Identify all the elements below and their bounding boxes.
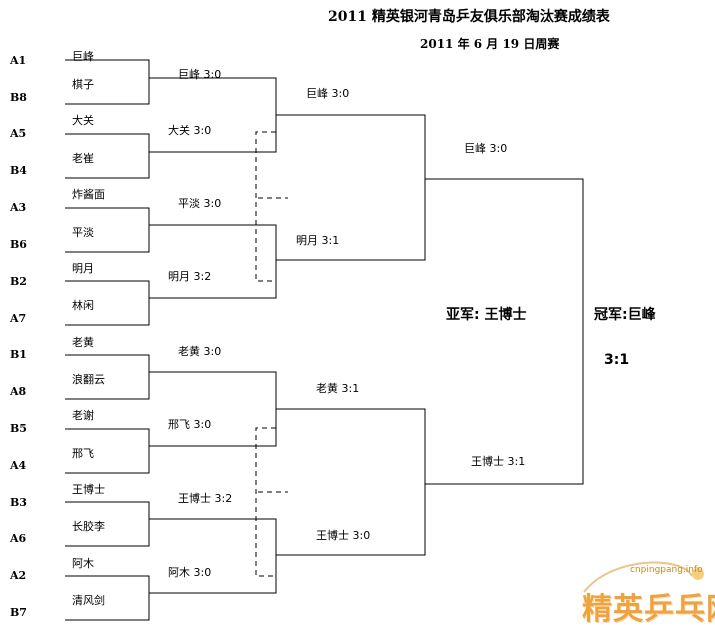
runner-up-label: 亚军: 王博士 <box>446 307 527 323</box>
seed-label: B6 <box>10 238 27 251</box>
player-name: 清风剑 <box>72 594 105 607</box>
watermark-logo: cnpingpang.info 精英乒乓网 <box>572 556 715 628</box>
paddle-icon <box>583 561 704 593</box>
match-result: 邢飞 3:0 <box>168 418 212 431</box>
match-result: 老黄 3:1 <box>316 382 360 395</box>
seed-label: A8 <box>10 385 27 398</box>
page-title: 2011 精英银河青岛乒友俱乐部淘汰赛成绩表 <box>328 9 610 25</box>
seed-label: A1 <box>10 54 27 67</box>
watermark-text: 精英乒乓网 <box>582 592 715 627</box>
watermark-site: cnpingpang.info <box>630 565 703 575</box>
seed-label: B7 <box>10 606 27 619</box>
match-result: 明月 3:2 <box>168 270 212 283</box>
player-name: 老崔 <box>72 152 94 165</box>
match-result: 巨峰 3:0 <box>464 142 508 155</box>
seed-label: B5 <box>10 422 27 435</box>
seed-label: A4 <box>10 459 27 472</box>
player-name: 大关 <box>72 114 94 127</box>
player-name: 明月 <box>72 262 94 275</box>
seed-label: B2 <box>10 275 27 288</box>
player-name: 阿木 <box>72 557 94 570</box>
seed-label: A7 <box>10 312 27 325</box>
match-result: 平淡 3:0 <box>178 197 222 210</box>
page-subtitle: 2011 年 6 月 19 日周赛 <box>420 37 560 51</box>
match-result: 明月 3:1 <box>296 234 340 247</box>
player-name: 老黄 <box>72 336 94 349</box>
match-result: 王博士 3:2 <box>178 492 233 505</box>
seed-label: A6 <box>10 532 27 545</box>
player-name: 长胶李 <box>72 520 105 533</box>
player-name: 炸酱面 <box>72 188 105 201</box>
match-result: 老黄 3:0 <box>178 345 222 358</box>
player-name: 浪翻云 <box>72 373 105 386</box>
player-name: 老谢 <box>72 409 94 422</box>
match-result: 巨峰 3:0 <box>306 87 350 100</box>
seed-label: B8 <box>10 91 27 104</box>
player-name: 林闲 <box>72 299 94 312</box>
player-name: 王博士 <box>72 483 105 496</box>
champion-label: 冠军:巨峰 <box>594 307 656 323</box>
seed-label: A5 <box>10 127 27 140</box>
match-result: 阿木 3:0 <box>168 566 212 579</box>
match-result: 王博士 3:0 <box>316 529 371 542</box>
seed-label: A2 <box>10 569 27 582</box>
player-name: 平淡 <box>72 226 94 239</box>
match-result: 王博士 3:1 <box>471 455 526 468</box>
player-name: 邢飞 <box>72 447 94 460</box>
player-name: 棋子 <box>72 78 94 91</box>
match-result: 巨峰 3:0 <box>178 68 222 81</box>
seed-label: B4 <box>10 164 27 177</box>
seed-label: A3 <box>10 201 27 214</box>
match-result: 大关 3:0 <box>168 124 212 137</box>
seed-label: B3 <box>10 496 27 509</box>
final-score: 3:1 <box>604 352 630 368</box>
seed-label: B1 <box>10 348 27 361</box>
